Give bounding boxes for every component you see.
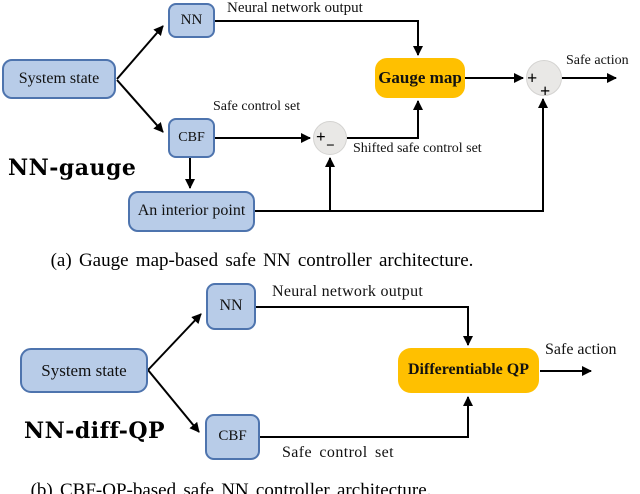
sum-junction-output: + +: [526, 60, 562, 100]
arrow-a-sum1-to-gauge: [347, 100, 423, 139]
edge-label-nn-output-a: Neural network output: [227, 0, 363, 16]
node-nn-b: NN: [206, 283, 256, 330]
caption-a: (a) Gauge map-based safe NN controller a…: [50, 250, 474, 271]
arrow-b-cbf-to-qp: [260, 396, 473, 438]
minus-sign: −: [326, 138, 335, 154]
edge-label-safe-control-set-b: Safe control set: [282, 444, 394, 461]
node-interior-point: An interior point: [128, 191, 255, 232]
arrow-b-state-to-cbf: [147, 369, 200, 433]
node-nn-a: NN: [168, 3, 215, 38]
plus-sign: +: [316, 127, 326, 146]
edge-label-safe-action-b: Safe action: [545, 341, 617, 358]
arrow-a-nn-to-gauge: [215, 20, 423, 56]
edge-label-shifted-safe-control-set: Shifted safe control set: [353, 141, 482, 156]
diagram-a-tag: NN-gauge: [8, 155, 137, 181]
node-differentiable-qp: Differentiable QP: [398, 348, 539, 393]
caption-b: (b) CBF-QP-based safe NN controller arch…: [30, 480, 432, 494]
edge-label-safe-action-a: Safe action: [566, 53, 629, 68]
arrow-a-state-to-cbf: [116, 79, 164, 133]
node-system-state-b: System state: [20, 348, 148, 393]
edge-label-safe-control-set-a: Safe control set: [213, 99, 301, 114]
sum-junction-shift: + −: [313, 121, 347, 155]
node-system-state-a: System state: [2, 59, 116, 99]
arrow-b-nn-to-qp: [256, 306, 473, 346]
plus-sign: +: [527, 68, 538, 88]
plus-sign: +: [540, 81, 551, 101]
node-cbf-b: CBF: [205, 414, 260, 460]
edge-label-nn-output-b: Neural network output: [272, 283, 424, 300]
arrow-b-state-to-nn: [147, 313, 202, 371]
arrow-a-state-to-nn: [116, 25, 164, 80]
node-cbf-a: CBF: [168, 118, 215, 158]
diagram-b-tag: NN-diff-QP: [24, 418, 166, 444]
node-gauge-map: Gauge map: [375, 58, 465, 98]
arrow-a-interior-to-sum2: [255, 98, 548, 212]
